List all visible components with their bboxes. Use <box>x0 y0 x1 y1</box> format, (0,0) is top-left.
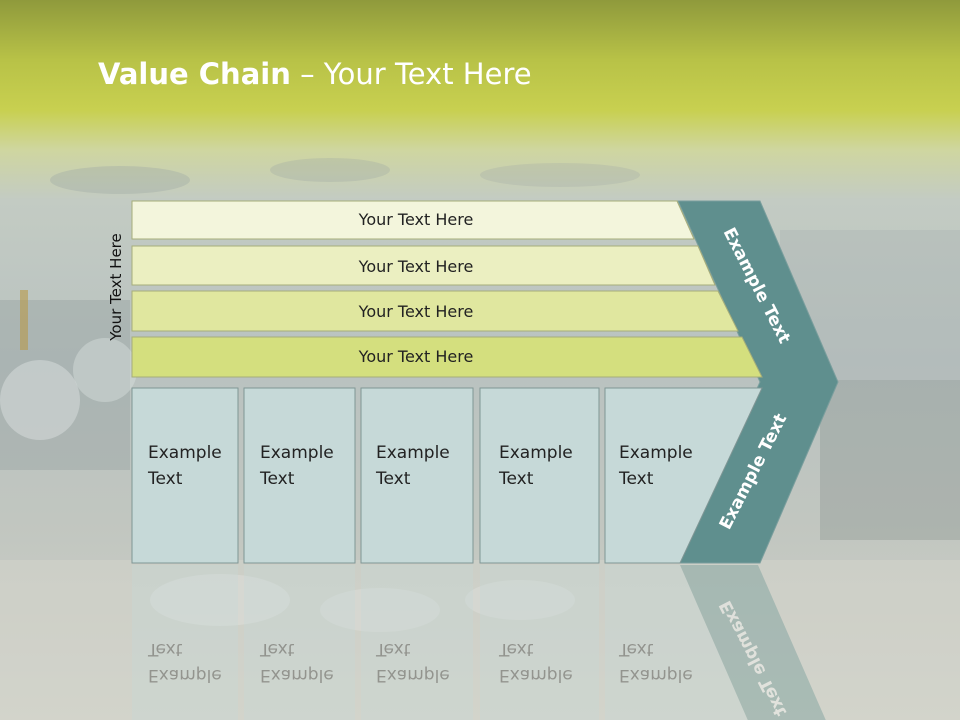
reflection-text: Text <box>498 639 534 659</box>
column-2-line2: Text <box>259 469 295 489</box>
reflection-text: Example <box>619 665 693 685</box>
reflection-text: Example <box>376 665 450 685</box>
reflection-text: Text <box>259 639 295 659</box>
column-1-line2: Text <box>147 469 183 489</box>
column-5-line2: Text <box>618 469 654 489</box>
reflection-text: Example <box>148 665 222 685</box>
reflection-column <box>480 565 599 720</box>
bar-2 <box>131 245 716 286</box>
bar-3 <box>131 290 739 332</box>
reflection-text: Example <box>499 665 573 685</box>
column-4 <box>479 387 600 564</box>
bar-2-label: Your Text Here <box>358 257 474 276</box>
bar-4 <box>131 336 763 378</box>
reflection-text: Text <box>618 639 654 659</box>
title-rest: – Your Text Here <box>290 57 532 91</box>
column-2 <box>243 387 356 564</box>
bar-1-label: Your Text Here <box>358 210 474 229</box>
bar-4-label: Your Text Here <box>358 347 474 366</box>
column-3-line2: Text <box>375 469 411 489</box>
chevron-arrow <box>677 200 839 564</box>
column-4-line2: Text <box>498 469 534 489</box>
reflection-column <box>132 565 238 720</box>
bar-3-label: Your Text Here <box>358 302 474 321</box>
reflection-text: Text <box>147 639 183 659</box>
bar-1 <box>131 200 695 240</box>
column-4-line1: Example <box>499 443 573 463</box>
title-bold: Value Chain <box>98 57 291 91</box>
column-1 <box>131 387 239 564</box>
slide-title: Value Chain – Your Text Here <box>98 54 532 94</box>
reflection-column <box>244 565 355 720</box>
reflection-text: Text <box>375 639 411 659</box>
reflection-text: Example <box>260 665 334 685</box>
reflection-column <box>605 565 753 720</box>
column-3-line1: Example <box>376 443 450 463</box>
column-1-line1: Example <box>148 443 222 463</box>
reflection-column <box>361 565 473 720</box>
reflection: Example Text Example Text Example Text E… <box>132 565 826 720</box>
column-2-line1: Example <box>260 443 334 463</box>
column-3 <box>360 387 474 564</box>
reflection-chevron <box>680 565 826 720</box>
column-5 <box>604 387 763 564</box>
column-5-line1: Example <box>619 443 693 463</box>
